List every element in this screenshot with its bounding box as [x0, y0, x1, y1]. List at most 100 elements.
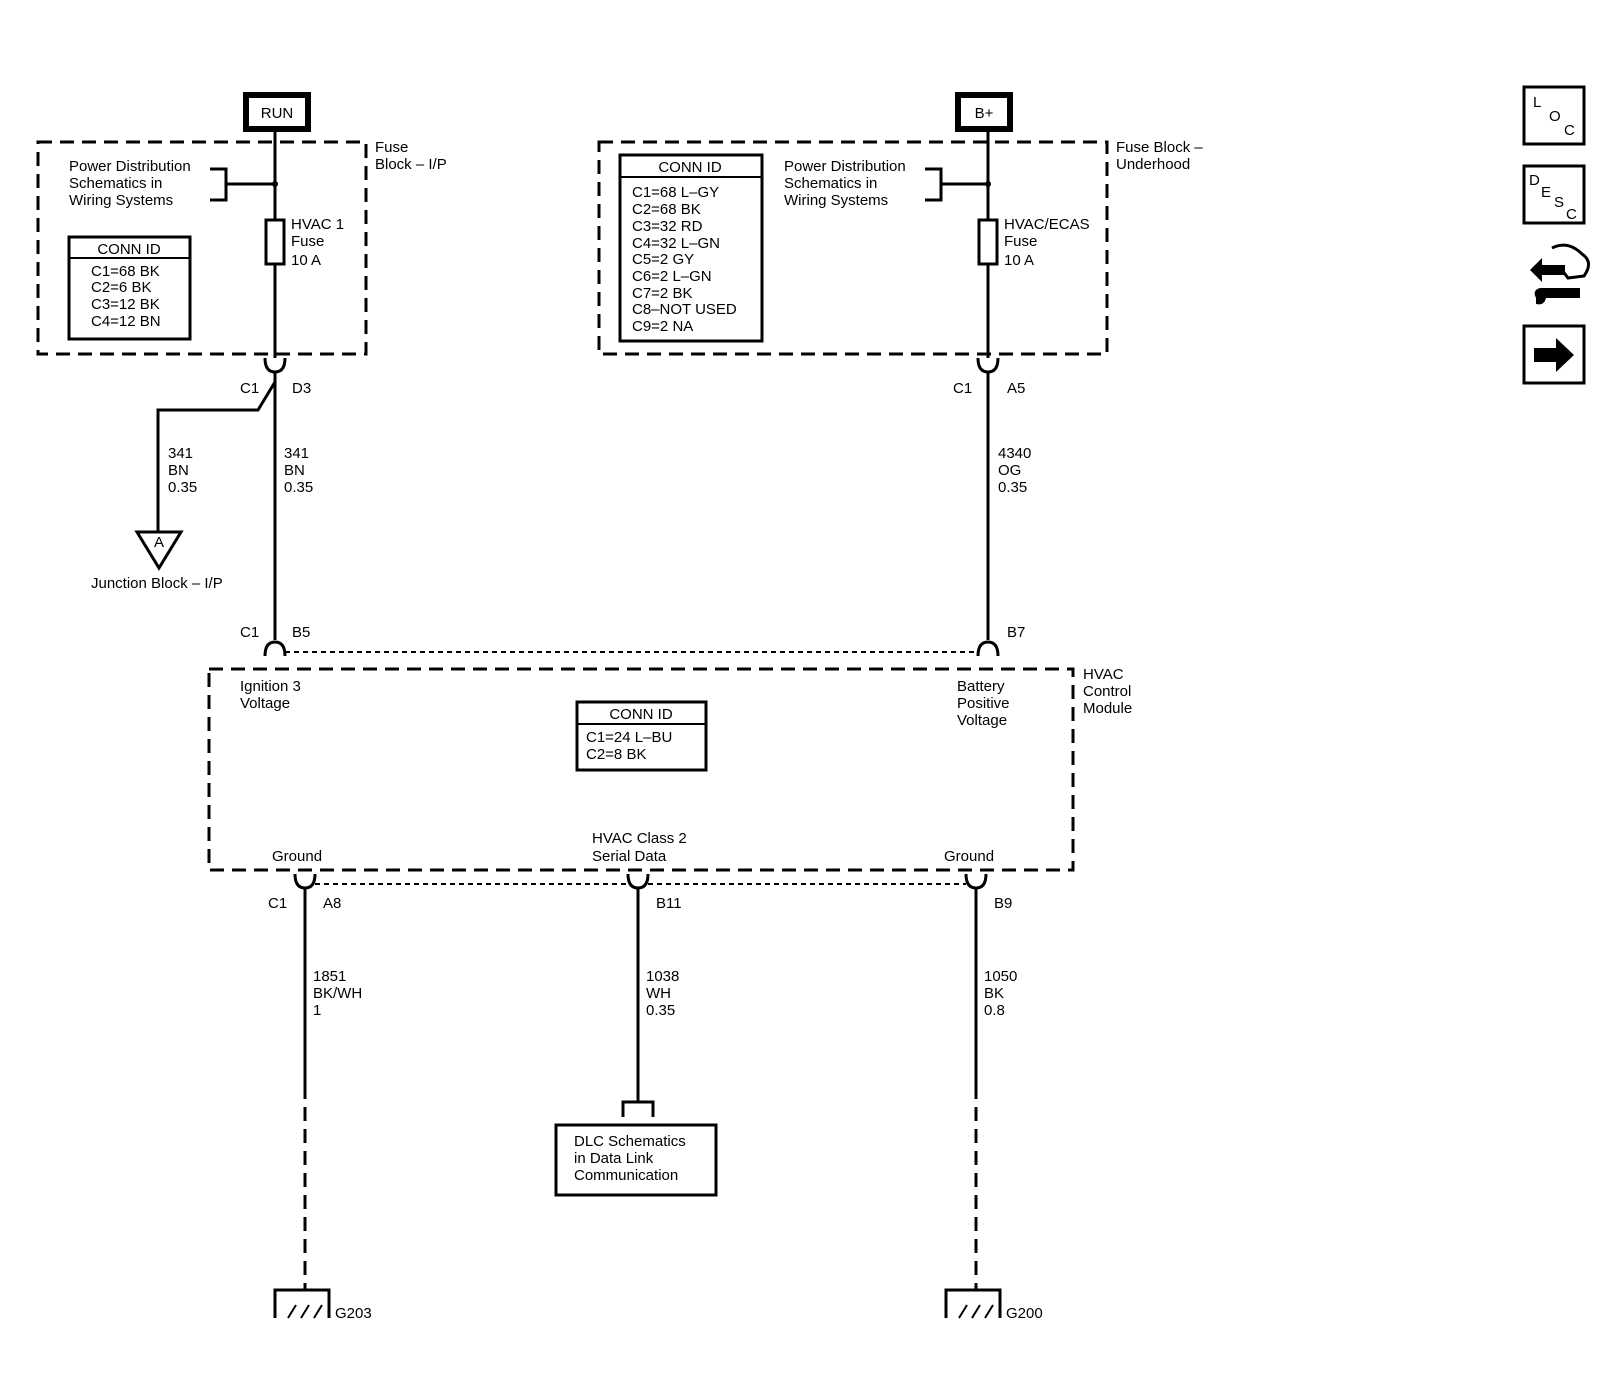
wire-4340-label: 4340 OG 0.35: [998, 445, 1031, 496]
fuse-block-ip-title-2: Block – I/P: [375, 156, 447, 173]
uh-fuse-word: Fuse: [1004, 233, 1037, 250]
repair-procedures-icon[interactable]: [1530, 243, 1590, 305]
wire-circuit: 341: [168, 445, 193, 462]
uh-conn-id-table: CONN ID C1=68 L–GY C2=68 BK C3=32 RD C4=…: [618, 153, 764, 343]
ground-icon: [273, 1288, 331, 1319]
desc-icon[interactable]: D E S C: [1522, 164, 1586, 225]
ip-conn-id-row: C2=6 BK: [91, 279, 151, 296]
bplus-power-source: B+: [955, 92, 1013, 132]
wire-341-left-label: 341 BN 0.35: [168, 445, 197, 496]
dlc-line-3: Communication: [574, 1167, 678, 1184]
wire-gauge: 0.35: [646, 1002, 675, 1019]
wire-color: BK: [984, 985, 1004, 1002]
loc-letter: O: [1549, 108, 1561, 125]
ip-fuse-name: HVAC 1: [291, 216, 344, 233]
hvac-a8-pin: A8: [323, 895, 341, 912]
ground-g203: G203: [273, 1288, 372, 1322]
hvac-title-2: Control: [1083, 683, 1131, 700]
uh-conn-id-row: C6=2 L–GN: [632, 268, 712, 285]
serial-label-2: Serial Data: [592, 848, 667, 865]
fuse-block-ip-title-1: Fuse: [375, 139, 408, 156]
wire-gauge: 1: [313, 1002, 321, 1019]
hvac-b5-pin: B5: [292, 624, 310, 641]
junction-label: Junction Block – I/P: [91, 575, 223, 592]
ignition-label-1: Ignition 3: [240, 678, 301, 695]
junction-block-a: A Junction Block – I/P: [91, 530, 223, 592]
hvac-conn-id-row: C1=24 L–BU: [586, 729, 672, 746]
fuse-block-uh-title-1: Fuse Block –: [1116, 139, 1203, 156]
wire-circuit: 341: [284, 445, 309, 462]
ip-power-dist-1: Power Distribution: [69, 158, 191, 175]
uh-conn-id-row: C1=68 L–GY: [632, 184, 719, 201]
ip-fuse-word: Fuse: [291, 233, 324, 250]
hvac-title-3: Module: [1083, 700, 1132, 717]
ip-power-dist-2: Schematics in: [69, 175, 162, 192]
ip-conn-id-table: CONN ID C1=68 BK C2=6 BK C3=12 BK C4=12 …: [67, 235, 192, 341]
run-power-source: RUN: [243, 92, 311, 132]
ground-g203-label: G203: [335, 1305, 372, 1322]
hvac-c1-top-pin: C1: [240, 624, 259, 641]
uh-conn-id-row: C7=2 BK: [632, 285, 692, 302]
wire-circuit: 1851: [313, 968, 346, 985]
loc-letter: L: [1533, 94, 1541, 111]
uh-conn-id-row: C4=32 L–GN: [632, 235, 720, 252]
uh-conn-id-title: CONN ID: [658, 159, 722, 176]
desc-letter: E: [1541, 184, 1551, 201]
ground-icon: [944, 1288, 1002, 1319]
wire-341-right-label: 341 BN 0.35: [284, 445, 313, 496]
uh-fuse-name: HVAC/ECAS: [1004, 216, 1090, 233]
ground-right-label: Ground: [944, 848, 994, 865]
battery-label-3: Voltage: [957, 712, 1007, 729]
desc-letter: D: [1529, 172, 1540, 189]
hvac-ecas-fuse-icon: [977, 218, 999, 266]
ip-power-dist-3: Wiring Systems: [69, 192, 173, 209]
wire-gauge: 0.35: [284, 479, 313, 496]
hvac-conn-id-row: C2=8 BK: [586, 746, 646, 763]
wire-gauge: 0.8: [984, 1002, 1005, 1019]
uh-power-dist-1: Power Distribution: [784, 158, 906, 175]
ground-g200-label: G200: [1006, 1305, 1043, 1322]
hvac-b9-pin: B9: [994, 895, 1012, 912]
loc-letter: C: [1564, 122, 1575, 139]
ground-left-label: Ground: [272, 848, 322, 865]
hvac-c1-bot-pin: C1: [268, 895, 287, 912]
uh-power-dist-3: Wiring Systems: [784, 192, 888, 209]
uh-conn-id-row: C3=32 RD: [632, 218, 703, 235]
ignition-label-2: Voltage: [240, 695, 290, 712]
uh-fuse-rating: 10 A: [1004, 252, 1034, 269]
ground-g200: G200: [944, 1288, 1043, 1322]
hvac-title-1: HVAC: [1083, 666, 1124, 683]
next-arrow-icon[interactable]: [1522, 324, 1586, 385]
uh-power-dist-2: Schematics in: [784, 175, 877, 192]
uh-conn-id-row: C5=2 GY: [632, 251, 694, 268]
uh-c1-pin: C1: [953, 380, 972, 397]
uh-conn-id-row: C9=2 NA: [632, 318, 693, 335]
ip-d3-pin: D3: [292, 380, 311, 397]
ip-conn-id-row: C4=12 BN: [91, 313, 161, 330]
wire-circuit: 1038: [646, 968, 679, 985]
wire-1851-label: 1851 BK/WH 1: [313, 968, 362, 1019]
uh-conn-id-row: C2=68 BK: [632, 201, 701, 218]
wire-1050-label: 1050 BK 0.8: [984, 968, 1017, 1019]
dlc-line-1: DLC Schematics: [574, 1133, 686, 1150]
ip-fuse-rating: 10 A: [291, 252, 321, 269]
desc-letter: C: [1566, 206, 1577, 223]
ip-conn-id-row: C3=12 BK: [91, 296, 160, 313]
battery-label-2: Positive: [957, 695, 1010, 712]
hvac-b11-pin: B11: [656, 895, 682, 912]
wire-circuit: 1050: [984, 968, 1017, 985]
hvac1-fuse-icon: [264, 218, 286, 266]
ip-c1-pin: C1: [240, 380, 259, 397]
fuse-block-underhood: Fuse Block – Underhood CONN ID C1=68 L–G…: [597, 139, 1203, 356]
hvac-conn-id-title: CONN ID: [609, 706, 673, 723]
wire-color: BK/WH: [313, 985, 362, 1002]
desc-letter: S: [1554, 194, 1564, 211]
ip-conn-id-title: CONN ID: [97, 241, 161, 258]
loc-icon[interactable]: L O C: [1522, 85, 1586, 146]
wire-color: BN: [168, 462, 189, 479]
ip-connector-c1-d3: C1 D3: [240, 357, 311, 397]
wire-gauge: 0.35: [998, 479, 1027, 496]
wire-gauge: 0.35: [168, 479, 197, 496]
fuse-block-uh-title-2: Underhood: [1116, 156, 1190, 173]
